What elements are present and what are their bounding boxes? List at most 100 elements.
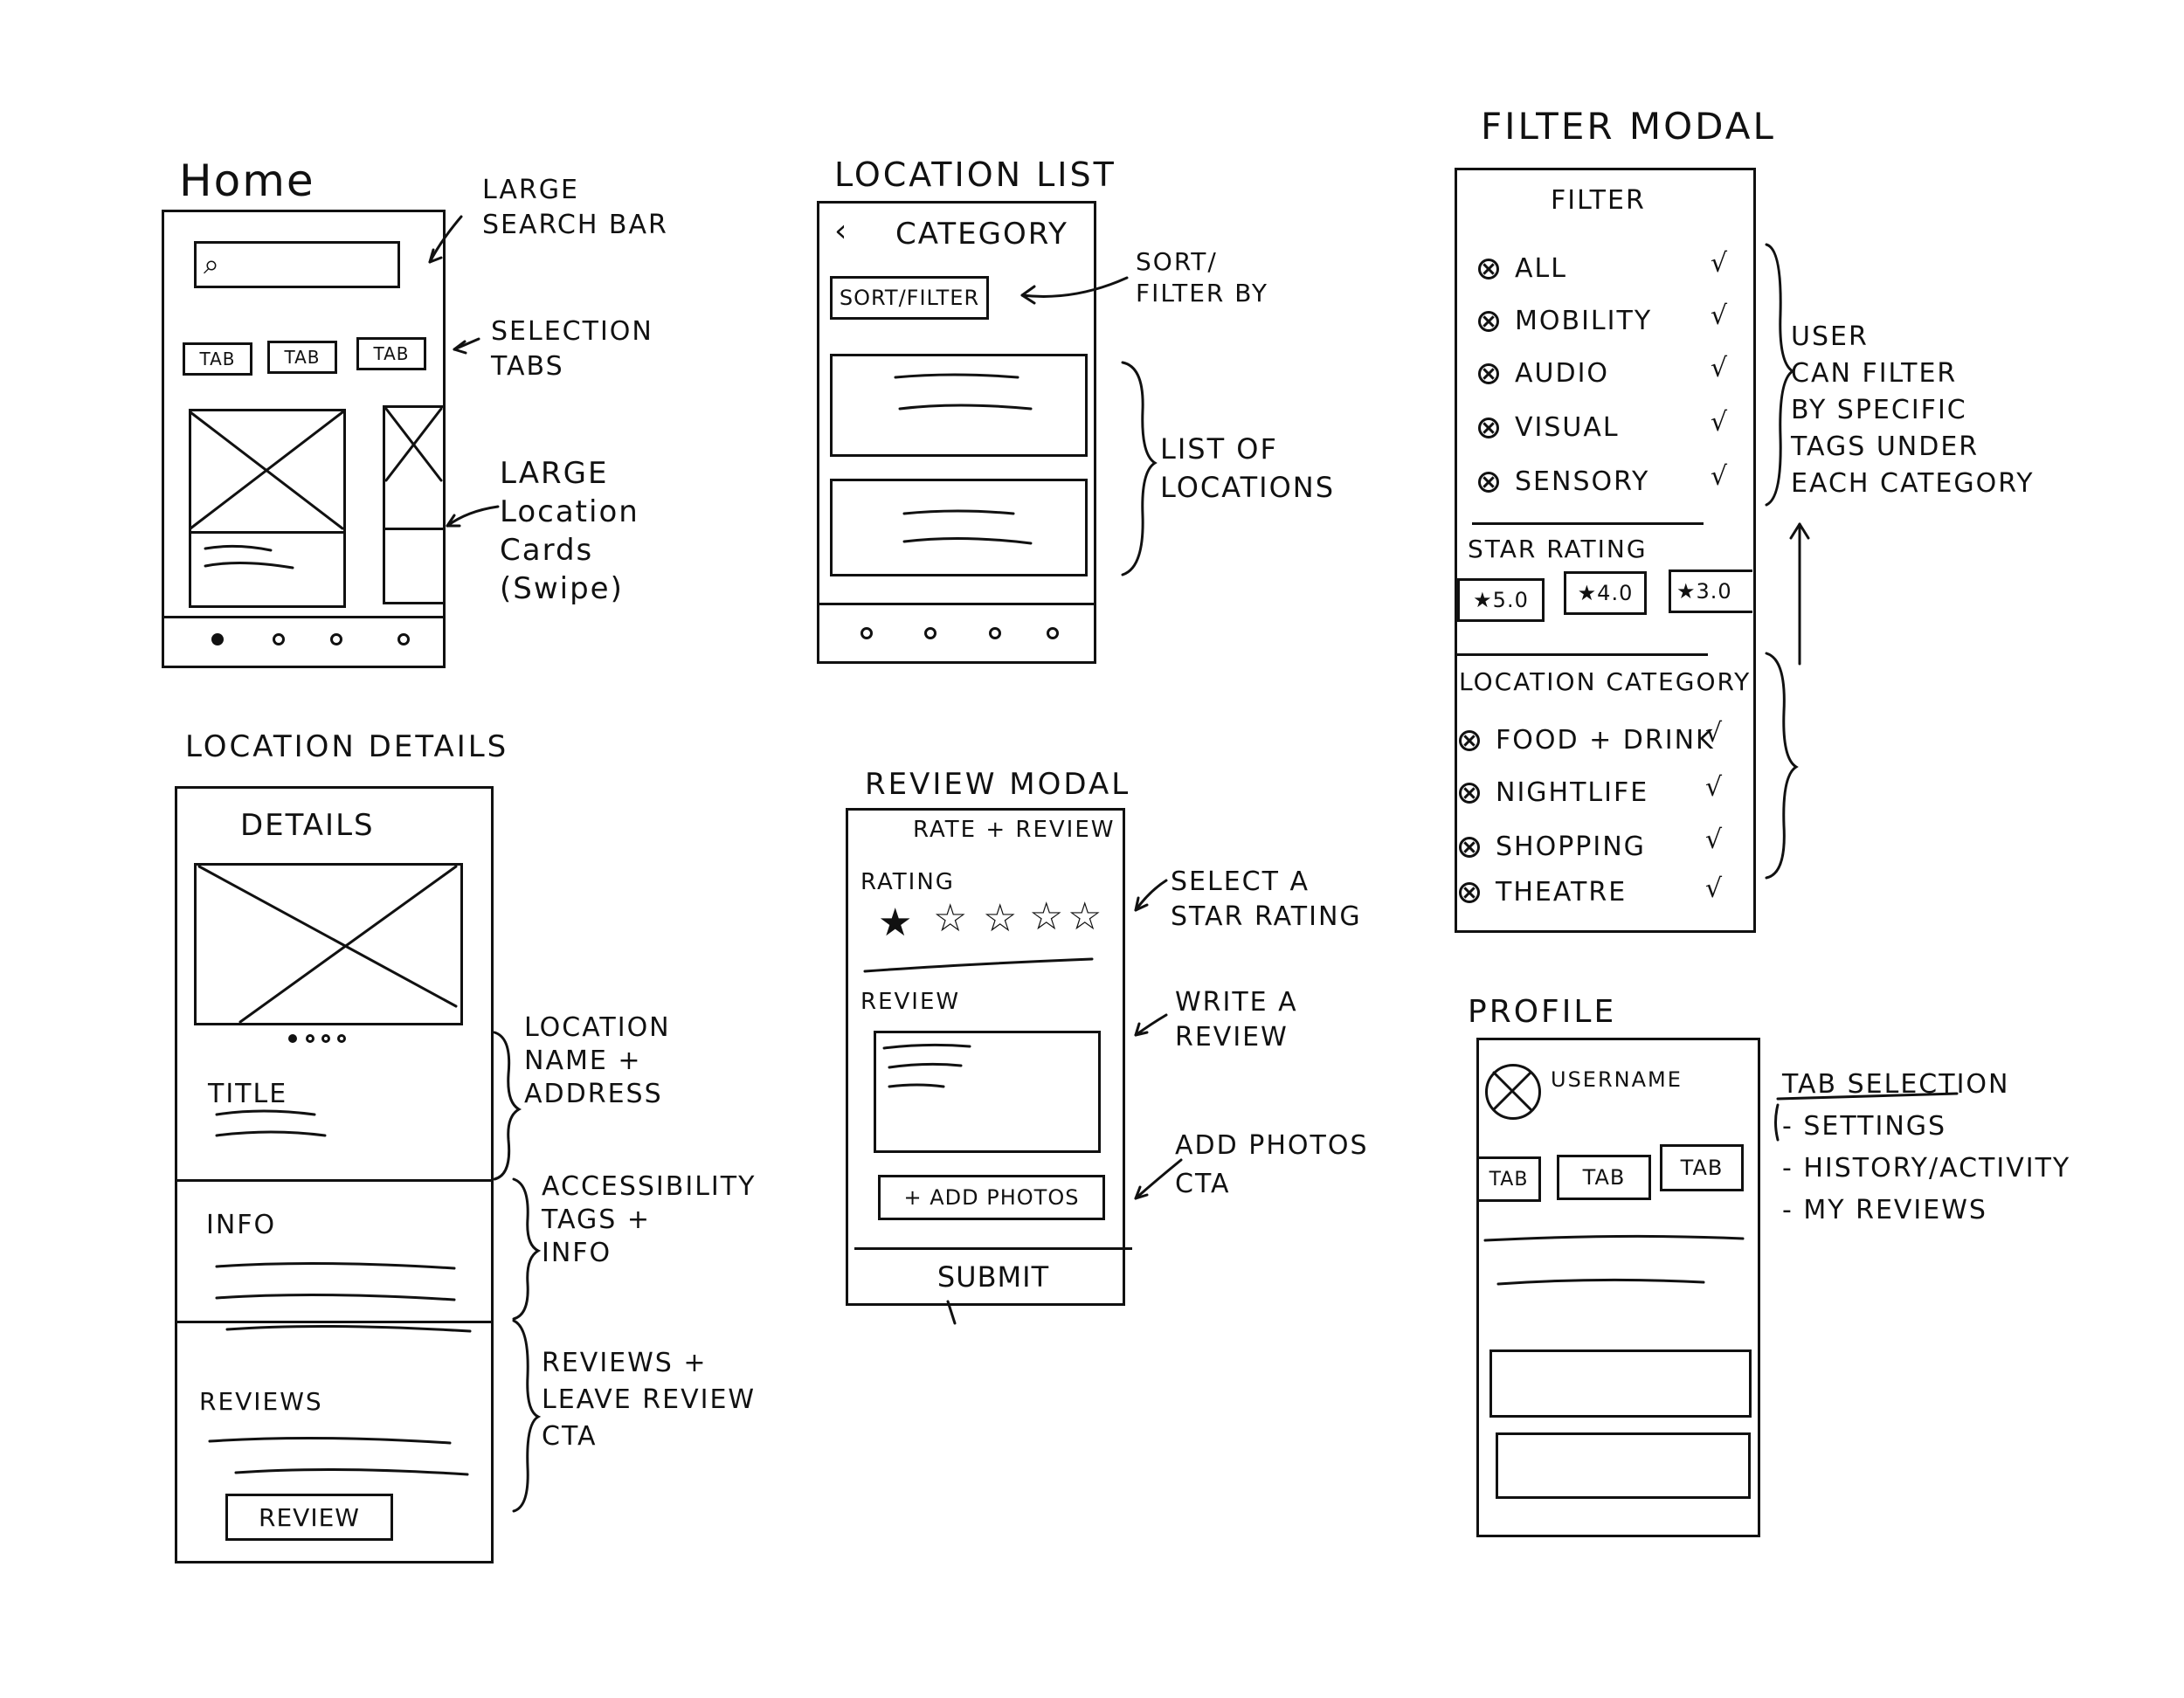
sort-filter-button[interactable]: SORT/FILTER [830,276,989,320]
location-list-title: LOCATION LIST [834,155,1116,194]
profile-content-card[interactable] [1496,1432,1751,1499]
profile-tab-1[interactable]: TAB [1476,1156,1541,1202]
star-icon[interactable]: ☆ [1029,894,1064,939]
details-reviews-label: REVIEWS [199,1387,323,1416]
details-divider [175,1179,494,1182]
location-list-item[interactable] [830,354,1088,457]
annotation-reviews-cta: REVIEWS +LEAVE REVIEW CTA [542,1348,757,1452]
location-list-item[interactable] [830,479,1088,576]
home-title: Home [179,155,315,206]
check-icon: √ [1711,353,1728,383]
x-circle-icon [1478,471,1499,493]
home-search-bar[interactable]: ⌕ [194,241,400,288]
star-icon: ★ [1473,588,1493,612]
home-tab-1[interactable]: TAB [183,342,252,376]
check-icon: √ [1705,825,1723,855]
filter-modal-frame [1455,168,1756,933]
location-details-title: LOCATION DETAILS [185,729,509,764]
back-icon[interactable]: ‹ [834,213,849,249]
profile-tab-2[interactable]: TAB [1557,1155,1651,1200]
rating-chip-4[interactable]: ★4.0 [1564,571,1647,615]
carousel-dot-active[interactable] [288,1034,297,1043]
filter-option-mobility[interactable]: MOBILITY [1478,306,1652,336]
star-icon-filled[interactable]: ★ [878,901,913,945]
star-icon[interactable]: ☆ [1068,894,1102,939]
category-option-shopping[interactable]: SHOPPING [1459,832,1646,862]
filter-modal-title: FILTER MODAL [1481,105,1776,148]
details-image-placeholder [194,863,463,1025]
filter-option-all[interactable]: ALL [1478,253,1567,284]
category-option-food-drink[interactable]: FOOD + DRINK [1459,725,1715,756]
submit-button[interactable]: SUBMIT [936,1260,1050,1294]
filter-option-visual[interactable]: VISUAL [1478,412,1620,443]
review-label: REVIEW [860,989,961,1015]
leave-review-button[interactable]: REVIEW [225,1494,393,1541]
category-option-theatre[interactable]: THEATRE [1459,877,1627,908]
rating-chip-3[interactable]: ★3.0 [1669,569,1752,613]
x-circle-icon [1459,782,1480,804]
nav-dot[interactable] [989,627,1001,639]
details-header: DETAILS [240,808,375,843]
profile-username: USERNAME [1551,1067,1683,1092]
check-icon: √ [1711,300,1728,331]
filter-option-audio[interactable]: AUDIO [1478,358,1609,389]
carousel-dot[interactable] [337,1034,346,1043]
x-circle-icon [1478,362,1499,384]
x-circle-icon [1459,836,1480,858]
annotation-tab-selection: TAB SELECTION - SETTINGS - HISTORY/ACTIV… [1782,1069,2071,1225]
nav-dot[interactable] [397,633,410,645]
home-location-card[interactable] [189,409,346,608]
profile-tab-3[interactable]: TAB [1660,1144,1744,1191]
x-circle-icon [1478,310,1499,332]
nav-dot[interactable] [273,633,285,645]
filter-divider [1455,653,1708,656]
x-circle-icon [1478,417,1499,438]
location-details-phone-frame [175,786,494,1563]
home-location-card-peek[interactable] [383,405,446,604]
check-icon: √ [1705,873,1723,904]
carousel-dot[interactable] [321,1034,330,1043]
filter-header: FILTER [1551,185,1646,216]
nav-dot[interactable] [330,633,342,645]
nav-dot[interactable] [924,627,936,639]
star-icon[interactable]: ☆ [933,896,968,941]
profile-phone-frame [1476,1038,1760,1537]
review-modal-title: REVIEW MODAL [865,767,1131,802]
avatar[interactable] [1485,1064,1541,1120]
rating-chip-5[interactable]: ★5.0 [1457,578,1545,622]
home-phone-frame [162,210,446,668]
star-icon: ★ [1577,581,1598,605]
profile-title: PROFILE [1468,994,1617,1030]
details-info-label: INFO [206,1210,277,1240]
carousel-dot[interactable] [306,1034,314,1043]
check-icon: √ [1711,248,1728,279]
home-tab-3[interactable]: TAB [356,337,426,370]
check-icon: √ [1711,407,1728,438]
nav-dot[interactable] [860,627,873,639]
star-rating-label: STAR RATING [1468,535,1648,563]
annotation-sort-filter: SORT/FILTER BY [1136,247,1269,307]
filter-option-sensory[interactable]: SENSORY [1478,466,1649,497]
location-list-phone-frame [817,201,1096,664]
add-photos-button[interactable]: + ADD PHOTOS [878,1175,1105,1220]
nav-dot[interactable] [1047,627,1059,639]
review-submit-divider [854,1247,1132,1250]
x-circle-icon [1478,258,1499,280]
review-textarea[interactable] [874,1031,1101,1153]
star-icon[interactable]: ☆ [983,896,1018,941]
home-tab-2[interactable]: TAB [267,341,337,374]
profile-content-card[interactable] [1489,1349,1752,1418]
nav-dot-active[interactable] [211,633,224,645]
x-circle-icon [1459,729,1480,751]
category-option-nightlife[interactable]: NIGHTLIFE [1459,777,1648,808]
home-nav-divider [162,616,446,618]
rate-review-header: RATE + REVIEW [913,817,1116,843]
location-list-category-header: CATEGORY [895,217,1068,252]
rating-label: RATING [860,869,955,895]
